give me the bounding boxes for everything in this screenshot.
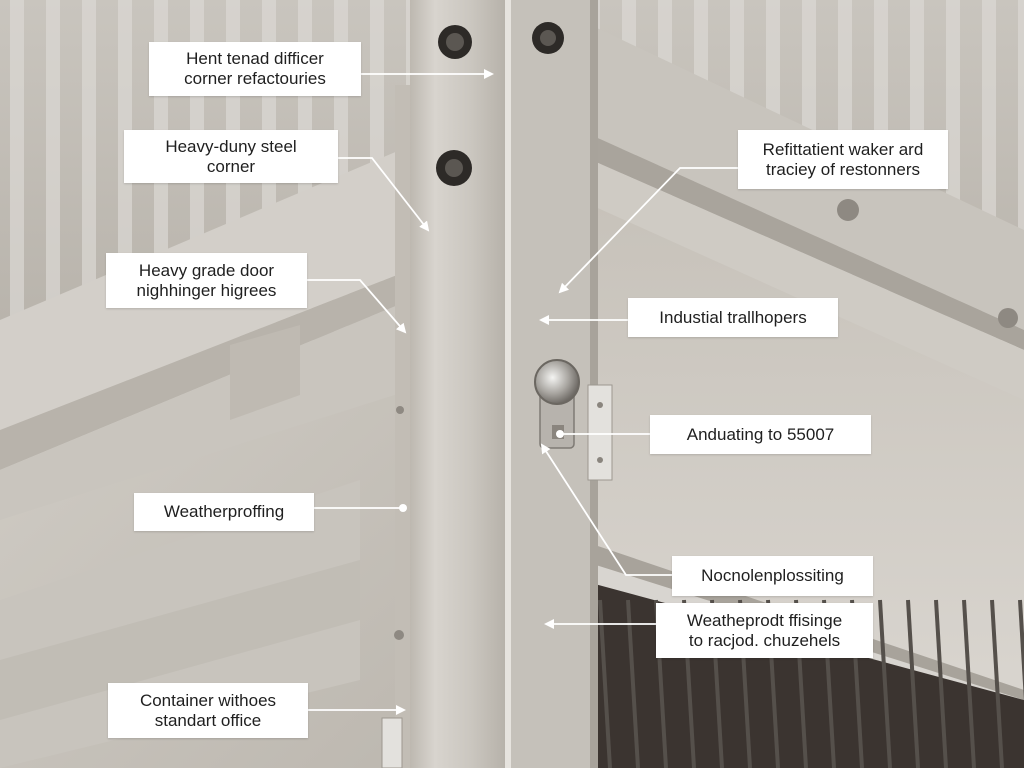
interior-rib: [962, 599, 976, 768]
callout-steel-corner-line-2: corner: [206, 156, 256, 176]
callout-finish: Weatheprodt ffisinge to racjod. chuzehel…: [656, 603, 873, 658]
corrugation-rib: [1018, 0, 1024, 340]
callout-non-corrosive: Nocnolenplossiting: [672, 556, 873, 596]
callout-hinge-corner-line-2: corner refactouries: [184, 69, 326, 88]
callout-fasteners: Refittatient waker ard traciey of reston…: [738, 130, 948, 189]
interior-rib: [598, 599, 612, 768]
callout-fasteners-line-2: traciey of restonners: [765, 159, 920, 179]
lock-bolt: [534, 359, 580, 449]
callout-weatherproofing: Weatherproffing: [134, 493, 314, 531]
interior-rib: [878, 599, 892, 768]
bolt-upper-right: [532, 22, 564, 54]
corrugation-rib: [82, 0, 96, 340]
interior-rib: [906, 599, 920, 768]
callout-finish-line-1: Weatheprodt ffisinge: [686, 610, 843, 630]
callout-finish-line-2: to racjod. chuzehels: [688, 630, 841, 650]
corrugation-rib: [46, 0, 60, 340]
callout-container-office-line-2: standart office: [154, 710, 262, 730]
callout-non-corrosive-line-1: Nocnolenplossiting: [701, 566, 844, 585]
callout-door-hinges-line-2: nighhinger higrees: [136, 280, 277, 300]
callout-fasteners-line-1: Refittatient waker ard: [762, 139, 924, 159]
callout-door-hinges: Heavy grade door nighhinger higrees: [106, 253, 307, 308]
interior-rib: [990, 599, 1004, 768]
callout-industrial-line-1: Industial trallhopers: [659, 307, 807, 327]
small-fixtures: [381, 406, 404, 768]
interior-rib: [626, 599, 640, 768]
callout-steel-corner-line-1: Heavy-duny steel: [165, 136, 297, 156]
corner-post: [395, 0, 598, 768]
beam-bolts: [837, 199, 1018, 328]
callout-container-office-line-1: Container withoes: [139, 690, 277, 710]
corrugation-rib: [10, 0, 24, 340]
bolt-middle: [436, 150, 472, 186]
interior-rib: [934, 599, 948, 768]
callout-industrial: Industial trallhopers: [628, 298, 838, 337]
interior-rib: [1018, 599, 1024, 701]
bolt-upper-left: [438, 25, 472, 59]
callout-hinge-corner: Hent tenad difficer corner refactouries: [149, 42, 361, 96]
callout-weatherproofing-line-1: Weatherproffing: [163, 502, 285, 521]
callout-container-office: Container withoes standart office: [108, 683, 308, 738]
callout-steel-corner: Heavy-duny steel corner: [124, 130, 338, 183]
callout-hinge-corner-line-1: Hent tenad difficer: [186, 49, 324, 68]
callout-door-hinges-line-1: Heavy grade door: [138, 260, 275, 280]
callout-rating: Anduating to 55007: [650, 415, 871, 454]
hinge-plate: [587, 384, 613, 481]
callout-rating-line-1: Anduating to 55007: [686, 424, 835, 444]
